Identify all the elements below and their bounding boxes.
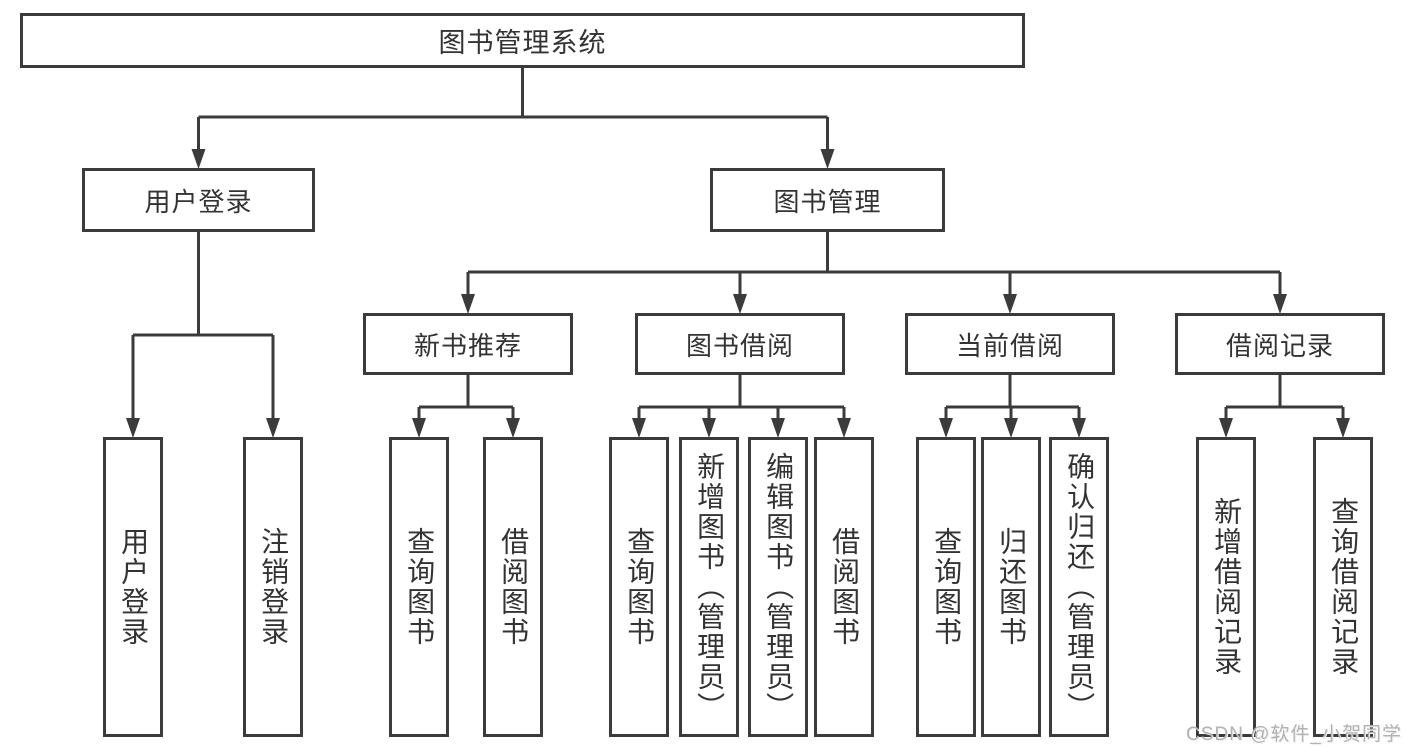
leaf-query-borrow-record: 查询借阅记录 bbox=[1313, 437, 1373, 737]
csdn-watermark: CSDN @软件_小贺同学 bbox=[1186, 724, 1402, 745]
node-book-borrowing: 图书借阅 bbox=[635, 313, 845, 375]
node-current-borrowing: 当前借阅 bbox=[905, 313, 1115, 375]
node-new-book-recommend: 新书推荐 bbox=[363, 313, 573, 375]
leaf-borrow-books-borrowing: 借阅图书 bbox=[814, 437, 874, 737]
leaf-query-books-borrowing: 查询图书 bbox=[609, 437, 669, 737]
node-borrowing-records: 借阅记录 bbox=[1175, 313, 1385, 375]
leaf-return-books: 归还图书 bbox=[981, 437, 1041, 737]
node-root-system: 图书管理系统 bbox=[20, 13, 1025, 68]
leaf-user-login: 用户登录 bbox=[103, 437, 163, 737]
leaf-add-borrow-record: 新增借阅记录 bbox=[1196, 437, 1256, 737]
leaf-confirm-return-admin: 确认归还（管理员） bbox=[1049, 437, 1109, 737]
leaf-query-books-recommend: 查询图书 bbox=[389, 437, 449, 737]
node-user-login: 用户登录 bbox=[82, 168, 315, 232]
leaf-borrow-books-recommend: 借阅图书 bbox=[483, 437, 543, 737]
node-book-management: 图书管理 bbox=[710, 168, 945, 232]
leaf-logout-login: 注销登录 bbox=[243, 437, 303, 737]
leaf-edit-books-admin: 编辑图书（管理员） bbox=[748, 437, 808, 737]
leaf-add-books-admin: 新增图书（管理员） bbox=[679, 437, 739, 737]
leaf-query-books-current: 查询图书 bbox=[916, 437, 976, 737]
